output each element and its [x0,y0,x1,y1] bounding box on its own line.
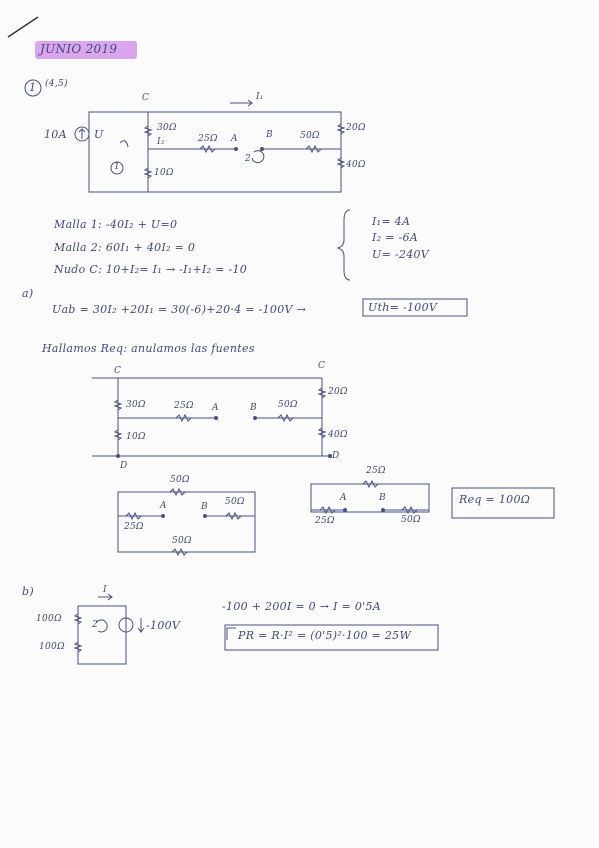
r25-label-3: 25Ω [124,522,144,532]
current-i2-label: I₂ [157,137,165,147]
title-highlight [35,41,137,59]
r40-label-2: 40Ω [328,430,348,440]
node-b-label-2: B [250,403,257,413]
r30-label-2: 30Ω [126,400,146,410]
node-a-label-4: A [340,493,347,503]
mesh-label-b: 2 [92,620,99,630]
req-caption: Hallamos Req: anulamos las fuentes [42,342,255,355]
result-i2: I₂ = -6A [372,231,419,244]
page-title: JUNIO 2019 [40,42,118,56]
r50-bottom-label-3: 50Ω [172,536,192,546]
equation-mesh2: Malla 2: 60I₁ + 40I₂ = 0 [54,241,196,254]
power-result: PR = R·I² = (0'5)²·100 = 25W [238,629,412,642]
r25-label: 25Ω [198,134,218,144]
r50-top-label-3: 50Ω [170,475,190,485]
r10-label-2: 10Ω [126,432,146,442]
node-b-label: B [266,130,273,140]
part-a-label: a) [22,287,34,300]
r20-label-2: 20Ω [328,387,348,397]
node-d-left-label: D [120,461,128,471]
equation-node-c: Nudo C: 10+I₂= I₁ → -I₁+I₂ = -10 [54,263,248,276]
r40-label: 40Ω [346,160,366,170]
node-a-label-3: A [160,501,167,511]
problem-number: 1 [29,81,37,94]
r20-label: 20Ω [346,123,366,133]
node-b-label-3: B [201,502,208,512]
node-c-left-label: C [114,366,122,376]
problem-points: (4,5) [45,79,68,89]
result-u: U= -240V [372,248,430,261]
node-a-label-2: A [212,403,219,413]
node-a-label: A [231,134,238,144]
mesh2-label: 2 [245,154,252,164]
r100-bottom-label: 100Ω [39,642,65,652]
r30-label: 30Ω [157,123,177,133]
r50-label-4: 50Ω [401,515,421,525]
r50-label-2: 50Ω [278,400,298,410]
uth-result: Uth= -100V [368,301,438,314]
mesh1-label: 1 [114,162,121,172]
result-i1: I₁= 4A [372,215,411,228]
r50-label: 50Ω [300,131,320,141]
r10-label: 10Ω [154,168,174,178]
req-result: Req = 100Ω [459,493,531,506]
part-b-equation: -100 + 200I = 0 → I = 0'5A [222,600,382,613]
node-c-label: C [142,93,150,103]
source-voltage-b: -100V [146,619,181,632]
r25-label-2: 25Ω [174,401,194,411]
source-voltage-label: U [94,128,104,141]
current-i1-label: I₁ [256,92,264,102]
r100-top-label: 100Ω [36,614,62,624]
current-i-label: I [103,585,107,595]
part-b-label: b) [22,585,34,598]
equation-mesh1: Malla 1: -40I₂ + U=0 [54,218,178,231]
uab-equation: Uab = 30I₂ +20I₁ = 30(-6)+20·4 = -100V → [52,303,307,316]
r25-label-4: 25Ω [315,516,335,526]
node-b-label-4: B [379,493,386,503]
node-c-right-label: C [318,361,326,371]
node-d-right-label: D [332,451,340,461]
r50-right-label-3: 50Ω [225,497,245,507]
r25-top-label-4: 25Ω [366,466,386,476]
source-current-label: 10A [44,128,67,141]
